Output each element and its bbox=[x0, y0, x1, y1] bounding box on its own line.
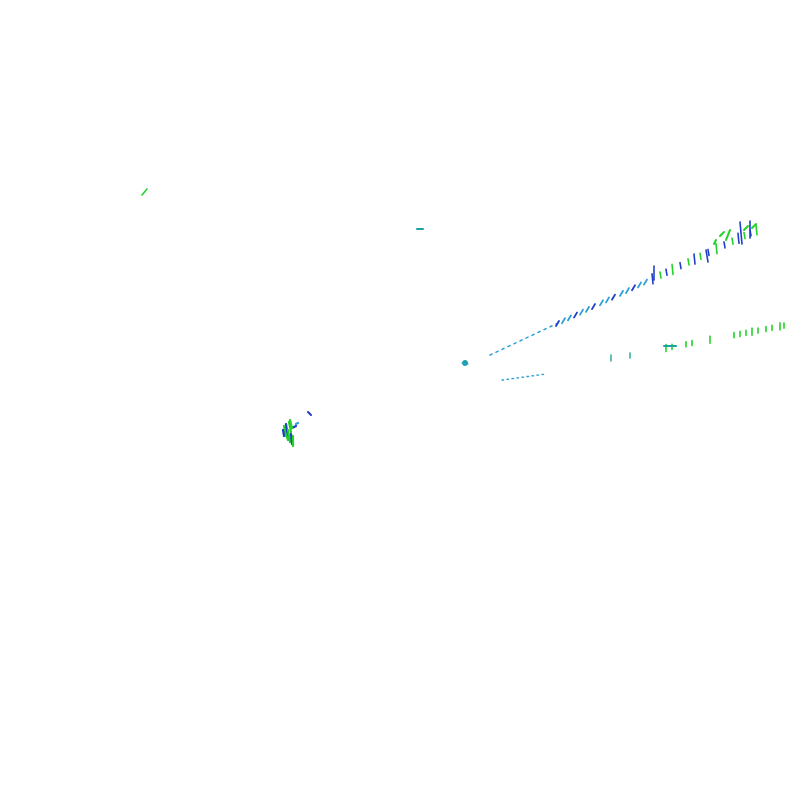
streak-mark-23 bbox=[625, 287, 630, 294]
streak-mark-81 bbox=[287, 420, 293, 434]
streak-mark-82 bbox=[286, 428, 292, 444]
streak-mark-84 bbox=[283, 430, 290, 442]
streak-mark-34 bbox=[699, 252, 702, 261]
streak-mark-12 bbox=[555, 320, 560, 327]
streak-mark-44 bbox=[739, 221, 743, 245]
streak-mark-17 bbox=[585, 305, 590, 313]
streak-mark-83 bbox=[289, 432, 294, 446]
streak-marks bbox=[141, 188, 785, 448]
streak-mark-22 bbox=[619, 289, 624, 297]
streak-mark-9 bbox=[543, 327, 547, 331]
streak-mark-26 bbox=[643, 278, 648, 286]
streak-mark-46 bbox=[705, 249, 709, 263]
streak-mark-80 bbox=[284, 422, 290, 440]
streak-mark-39 bbox=[737, 232, 740, 245]
streak-mark-21 bbox=[611, 293, 616, 301]
streak-mark-37 bbox=[723, 241, 726, 249]
streak-mark-15 bbox=[573, 311, 578, 319]
green-tick-topleft bbox=[141, 188, 148, 196]
streak-mark-40 bbox=[743, 231, 746, 240]
streak-mark-78 bbox=[461, 362, 469, 365]
streak-mark-35 bbox=[707, 248, 710, 257]
streak-mark-18 bbox=[591, 303, 596, 310]
streak-mark-31 bbox=[679, 261, 682, 270]
cluster-small-mark bbox=[307, 411, 312, 416]
streak-mark-7 bbox=[531, 333, 535, 337]
streak-mark-24 bbox=[631, 284, 636, 292]
streak-mark-51 bbox=[713, 239, 717, 245]
streak-mark-14 bbox=[567, 314, 572, 322]
streak-mark-28 bbox=[659, 271, 662, 279]
streak-mark-47 bbox=[719, 231, 725, 237]
streak-mark-29 bbox=[665, 268, 668, 277]
streak-mark-25 bbox=[637, 281, 642, 289]
streak-mark-1 bbox=[495, 350, 499, 353]
streak-mark-3 bbox=[507, 344, 511, 348]
streak-mark-0 bbox=[489, 353, 493, 356]
streak-mark-86 bbox=[294, 421, 300, 426]
streak-mark-6 bbox=[525, 336, 529, 339]
streak-mark-87 bbox=[281, 428, 286, 438]
streak-mark-2 bbox=[501, 347, 505, 351]
streak-mark-13 bbox=[561, 317, 566, 325]
streak-mark-33 bbox=[693, 253, 696, 265]
streak-mark-30 bbox=[671, 263, 674, 276]
streak-mark-16 bbox=[579, 308, 584, 316]
streak-mark-36 bbox=[715, 242, 718, 255]
streak-mark-49 bbox=[743, 225, 749, 231]
streak-mark-4 bbox=[513, 342, 517, 345]
streak-mark-8 bbox=[537, 330, 541, 334]
streak-mark-88 bbox=[288, 418, 294, 430]
streak-mark-10 bbox=[549, 325, 553, 328]
streak-mark-27 bbox=[651, 273, 654, 285]
streak-mark-5 bbox=[519, 339, 523, 342]
streak-mark-32 bbox=[687, 258, 690, 266]
streak-mark-50 bbox=[751, 223, 757, 229]
streak-mark-42 bbox=[755, 224, 758, 236]
streak-mark-19 bbox=[599, 299, 604, 307]
streak-mark-48 bbox=[725, 229, 731, 241]
streak-mark-38 bbox=[731, 237, 734, 245]
streak-mark-20 bbox=[605, 296, 610, 304]
